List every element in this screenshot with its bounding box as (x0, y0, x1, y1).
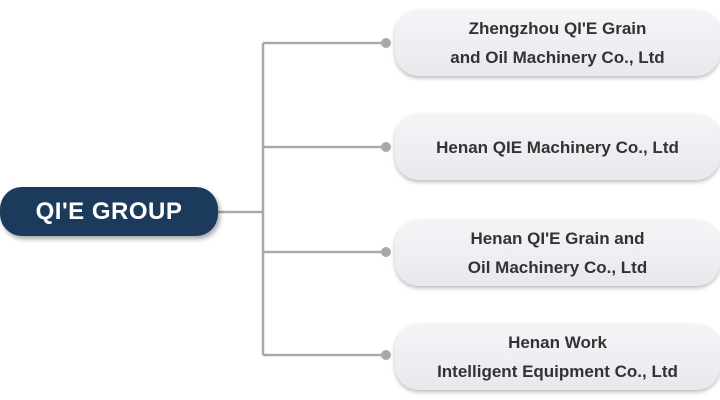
branch-dot-1 (381, 38, 391, 48)
company-name-line: Henan QIE Machinery Co., Ltd (436, 137, 679, 157)
company-name-line: Oil Machinery Co., Ltd (467, 258, 648, 277)
company-name-3: Henan QI'E Grain and Oil Machinery Co., … (395, 224, 720, 282)
root-label: QI'E GROUP (35, 197, 183, 225)
root-node: QI'E GROUP (0, 187, 218, 236)
branch-dot-3 (381, 247, 391, 257)
branch-dot-4 (381, 350, 391, 360)
company-name-line: Henan Work (508, 333, 607, 352)
company-name-2: Henan QIE Machinery Co., Ltd (395, 133, 720, 162)
company-name-1: Zhengzhou QI'E Grain and Oil Machinery C… (395, 14, 720, 72)
company-name-line: Intelligent Equipment Co., Ltd (437, 362, 678, 381)
company-name-line: Henan QI'E Grain and (470, 229, 645, 248)
company-node-2: Henan QIE Machinery Co., Ltd (395, 114, 720, 180)
company-node-4: Henan Work Intelligent Equipment Co., Lt… (395, 324, 720, 390)
company-node-1: Zhengzhou QI'E Grain and Oil Machinery C… (395, 10, 720, 76)
branch-dot-2 (381, 142, 391, 152)
company-node-3: Henan QI'E Grain and Oil Machinery Co., … (395, 220, 720, 286)
company-name-line: Zhengzhou QI'E Grain (468, 19, 647, 38)
company-name-line: and Oil Machinery Co., Ltd (450, 48, 665, 67)
company-name-4: Henan Work Intelligent Equipment Co., Lt… (395, 328, 720, 386)
